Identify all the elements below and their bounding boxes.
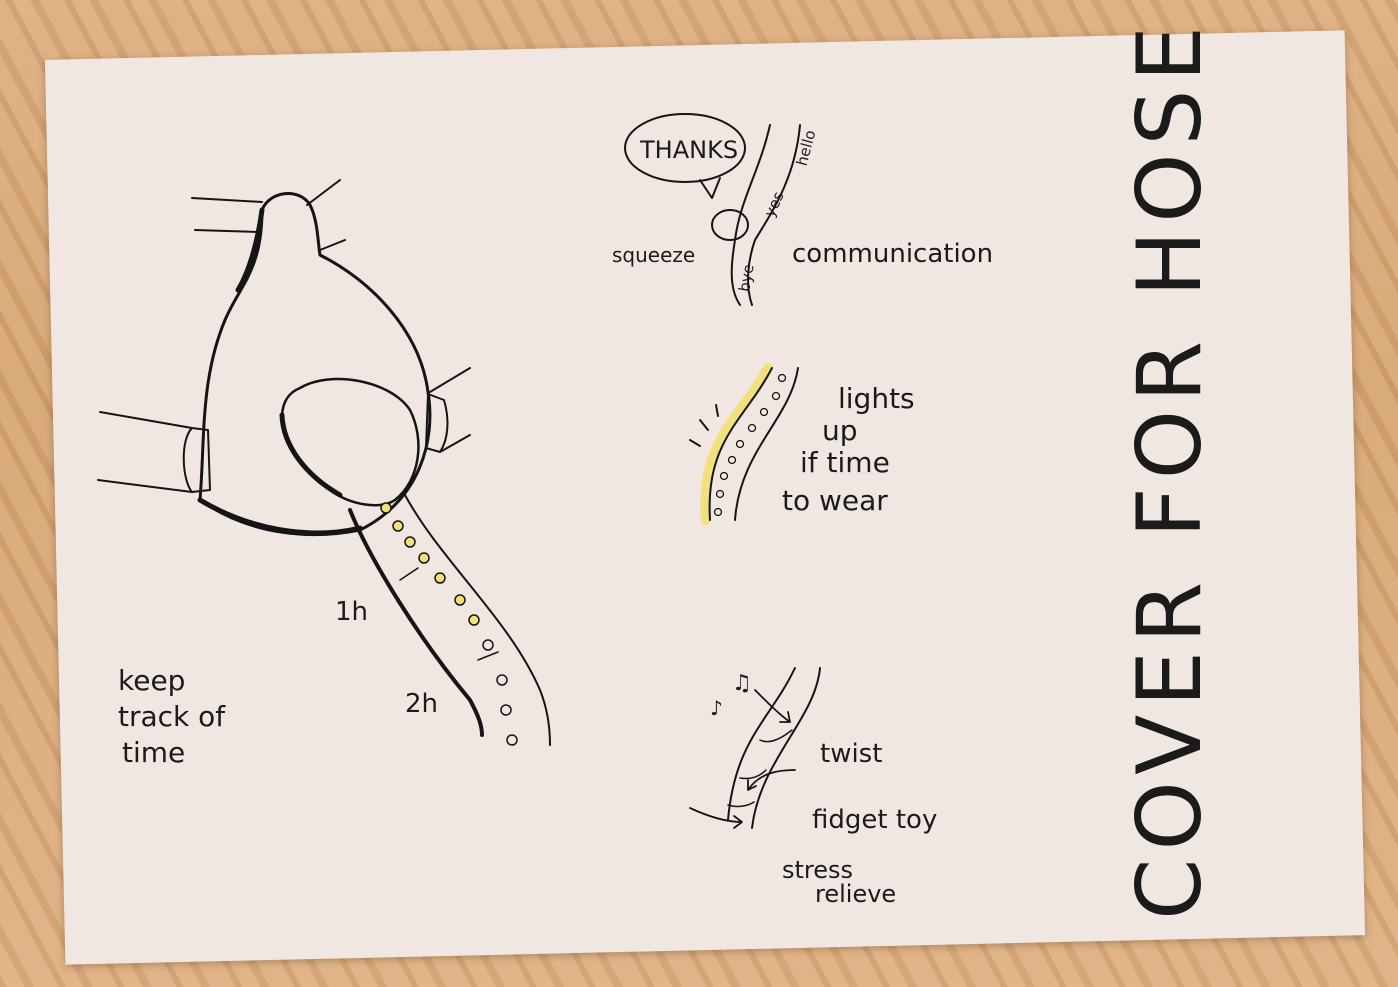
glow-rays [690,405,718,446]
lights-sketch: lights up if time to wear [690,368,915,520]
cushion-shadow [282,415,340,495]
keep-label: keep [118,664,185,697]
squeeze-ball [712,210,748,240]
communication-label: communication [792,239,993,269]
squeeze-label: squeeze [612,243,695,267]
music-note-icon-2: ♪ [710,696,723,720]
twist-arrow-bottom [690,808,742,828]
mask-body [200,194,430,535]
thanks-label: THANKS [639,136,738,164]
twist-hose-right [752,668,820,828]
communication-sketch: THANKS squeeze hello yes bye communicati… [612,114,993,305]
up-label: up [822,414,858,447]
hello-label: hello [793,128,820,168]
time-label: time [122,736,185,769]
music-note-icon: ♫ [732,671,752,696]
label-1h: 1h [335,597,368,627]
twist-label: twist [820,739,882,769]
twist-arrow-mid [748,770,795,790]
yes-label: yes [760,189,787,220]
mask-illustration [98,180,550,745]
mask-cushion [282,379,419,505]
if-time-label: if time [800,446,890,479]
bye-label: bye [735,263,758,293]
to-wear-label: to wear [782,484,888,517]
twist-arrow-top [755,690,790,722]
track-of-label: track of [118,700,226,733]
twist-sketch: ♫ ♪ twist fidget toy stress relieve [690,668,937,908]
left-clip [184,428,210,492]
strap-lines [192,180,345,250]
label-2h: 2h [405,689,438,719]
relieve-label: relieve [815,880,896,908]
mask-shadow-strokes [200,210,360,533]
hose-light-dots [381,503,517,745]
fidget-toy-label: fidget toy [812,805,937,835]
page-title: COVER FOR HOSE [1118,18,1221,920]
lights-label: lights [838,382,915,415]
